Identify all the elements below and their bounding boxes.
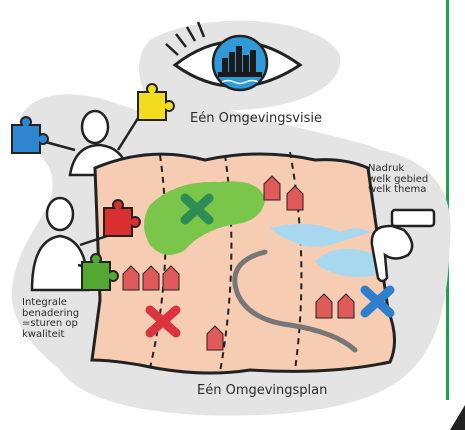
accent-bar xyxy=(446,0,449,400)
map-icon xyxy=(90,151,396,375)
label-nadruk-line-1: Nadruk xyxy=(368,163,405,174)
label-integ-line-4: kwaliteit xyxy=(22,328,65,340)
cross-icon xyxy=(145,193,395,338)
label-nadruk-line-3: welk thema xyxy=(368,184,427,195)
corner-mark xyxy=(450,405,465,430)
label-nadruk-line-2: welk gebied xyxy=(368,173,429,185)
label-integ-line-3: =sturen op xyxy=(22,318,78,329)
city-skyline-icon xyxy=(218,46,262,77)
road xyxy=(232,249,358,353)
label-omgevingsvisie: Eén Omgevingsvisie xyxy=(190,111,322,126)
puzzle-piece-icon-2 xyxy=(81,199,141,291)
person-icon xyxy=(37,109,142,177)
puzzle-piece-icon xyxy=(11,83,175,154)
water xyxy=(270,223,388,278)
label-omgevingsplan: Eén Omgevingsplan xyxy=(197,383,328,398)
label-nadruk: Nadruk welk gebied welk thema xyxy=(368,163,448,196)
eye-icon xyxy=(165,21,303,92)
label-integ-line-1: Integrale xyxy=(22,297,67,308)
label-integ-line-2: benadering xyxy=(22,307,80,319)
house-icon xyxy=(122,175,355,351)
pointing-hand-icon xyxy=(370,208,436,283)
label-integrale-benadering: Integrale benadering =sturen op kwalitei… xyxy=(22,297,112,340)
